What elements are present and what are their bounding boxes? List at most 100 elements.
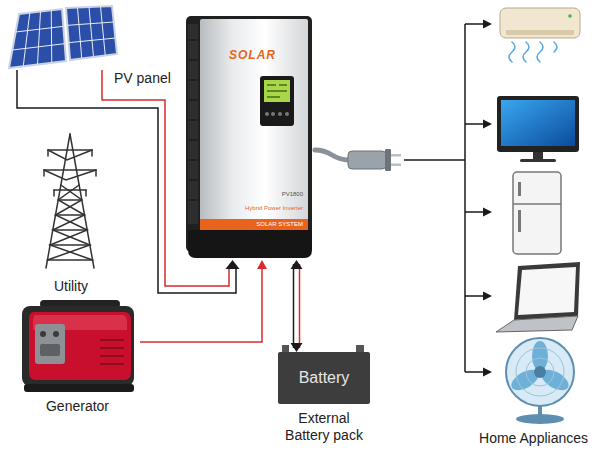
air-conditioner-part-part: [554, 42, 557, 52]
transmission-tower-part: [85, 190, 87, 196]
node-label: Utility: [16, 278, 126, 295]
inverter-drawing-part: [189, 40, 197, 200]
air-conditioner-part: [568, 14, 572, 18]
transmission-tower-part: [44, 169, 96, 171]
solar-panels: [9, 6, 117, 68]
solar-panels-part-part: [67, 22, 113, 25]
node-label: Battery: [278, 352, 370, 404]
inverter-drawing-part-part: [189, 160, 197, 161]
inverter-drawing-part-part: [189, 40, 197, 41]
generator-drawing-part-part: [100, 363, 124, 365]
desk-fan: [506, 338, 574, 424]
inverter-drawing-part-part: [189, 140, 197, 141]
plug-prong: [391, 154, 401, 157]
arrowhead: [483, 292, 492, 301]
generator-drawing-part: [40, 331, 46, 337]
generator: Generator: [15, 300, 140, 392]
laptop-part: [514, 262, 580, 320]
inverter-drawing-part-part: [189, 80, 197, 81]
inverter-drawing-part-part: [189, 100, 197, 101]
wire: [140, 264, 262, 342]
wire: [17, 70, 236, 293]
inverter-drawing-part: [200, 19, 308, 231]
generator-drawing-part: [24, 384, 134, 392]
solar-panels-part: [9, 9, 66, 68]
wire: [102, 70, 229, 286]
inverter-drawing-part-part: [267, 84, 276, 85]
solar-panels-part-part: [101, 7, 106, 56]
arrowhead: [291, 343, 303, 352]
arrowhead: [483, 120, 492, 129]
battery-box: BatteryExternal Battery pack: [278, 352, 370, 404]
plug-body: [348, 151, 386, 169]
node-text: SOLAR SYSTEM: [256, 220, 303, 228]
transmission-tower-part: [54, 189, 86, 191]
connector: [140, 260, 267, 342]
inverter-drawing-part: [265, 112, 269, 116]
laptop-part: [496, 316, 578, 332]
solar-panels-part: [12, 10, 64, 66]
solar-panels-part: [67, 7, 115, 59]
desk-fan-part: [534, 366, 546, 378]
generator-drawing-part-part: [100, 347, 124, 349]
transmission-tower-part: [48, 150, 92, 160]
solar-panels-part-part: [78, 8, 82, 59]
utility-tower: Utility: [36, 132, 106, 270]
air-conditioner-part-part: [537, 42, 543, 62]
arrowhead: [226, 260, 240, 269]
node-text: External Battery pack: [278, 410, 370, 444]
inverter-drawing-part: [285, 112, 289, 116]
inverter-drawing-part: [260, 76, 294, 126]
generator-drawing-part: [35, 324, 65, 364]
television-part: [501, 100, 575, 146]
refrigerator: [513, 172, 561, 254]
television: [497, 96, 579, 162]
node-label: Home Appliances: [479, 430, 588, 446]
node-text: Hybrid Power Inverter: [245, 204, 303, 212]
generator-drawing-part: [29, 312, 131, 380]
arrowhead: [483, 368, 492, 377]
television-part: [497, 96, 579, 152]
power-cable: [315, 150, 349, 160]
plug-face: [385, 149, 391, 171]
inverter-drawing-part: [271, 112, 275, 116]
refrigerator-part: [518, 182, 521, 196]
laptop: [496, 262, 580, 332]
transmission-tower-part: [48, 149, 92, 151]
generator-drawing-part: [53, 331, 59, 337]
inverter-drawing-part: [186, 16, 312, 252]
transmission-tower-part: [58, 199, 82, 201]
transmission-tower-part: [56, 214, 85, 216]
inverter-drawing-part-part: [189, 200, 197, 201]
node-label: Generator: [15, 398, 140, 415]
television-part: [520, 159, 556, 162]
air-conditioner-part: [506, 30, 574, 35]
arrowhead: [483, 20, 492, 29]
battery-terminals-part: [356, 345, 364, 352]
air-conditioner-part-part: [523, 42, 529, 62]
inverter-drawing-part-part: [189, 60, 197, 61]
wire: [404, 159, 465, 161]
connector: [17, 70, 240, 293]
wire: [293, 264, 295, 348]
inverter-drawing-part: [267, 85, 287, 97]
wire: [464, 24, 466, 372]
desk-fan-part: [516, 348, 564, 396]
refrigerator-part: [518, 210, 521, 232]
air-conditioner: [500, 8, 580, 62]
generator-drawing-part: [40, 344, 60, 356]
arrowhead: [291, 260, 303, 269]
transmission-tower-part: [53, 190, 55, 196]
inverter-drawing-part-part: [279, 84, 287, 85]
node-label: SOLAR: [229, 48, 276, 62]
node-text: PV1800: [282, 190, 303, 198]
desk-fan-part: [516, 414, 564, 424]
transmission-tower-part: [53, 229, 87, 231]
air-conditioner-part: [500, 8, 580, 38]
inverter-drawing-part-part: [189, 120, 197, 121]
inverter-drawing-part: [264, 80, 290, 102]
refrigerator-part: [513, 172, 561, 254]
inverter-drawing-part: [278, 112, 282, 116]
transmission-tower-part: [47, 259, 92, 261]
